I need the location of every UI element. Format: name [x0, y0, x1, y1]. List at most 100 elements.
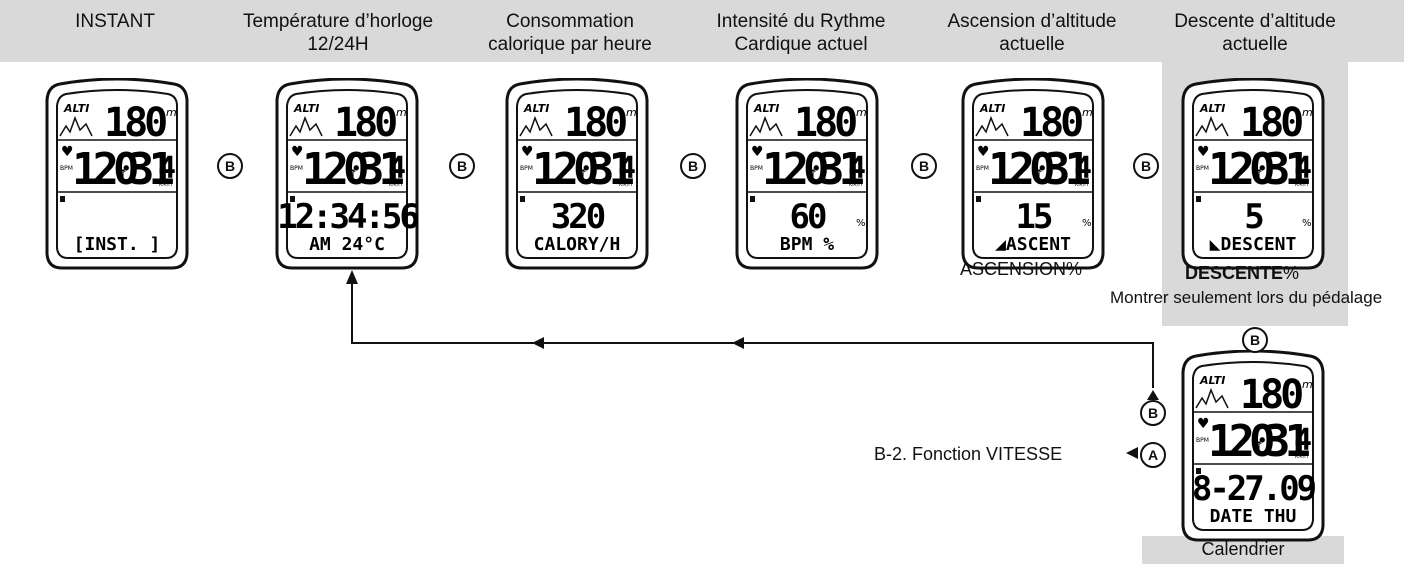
lcd-mode-label: ◢ASCENT [995, 234, 1071, 255]
lcd-altitude-unit: m [1082, 106, 1093, 119]
lcd-main-value: 5 [1244, 197, 1263, 237]
lcd-speed-unit: KM/H [1075, 182, 1088, 188]
lcd-heart-rate: 120 [532, 144, 597, 195]
lcd-heart-rate: 120 [762, 144, 827, 195]
lcd-heart-rate: 120 [988, 144, 1053, 195]
lcd-altitude: 180 [334, 100, 396, 146]
title-instant: INSTANT [75, 11, 155, 32]
svg-text:↑: ↑ [808, 167, 818, 181]
lcd-speed-decimal: 4 [1294, 151, 1312, 186]
title-clock-temp: Température d’horloge 12/24H [242, 11, 434, 55]
b-button-3[interactable]: B [680, 153, 706, 179]
lcd-speed-decimal: 4 [158, 151, 176, 186]
lcd-bpm-label: BPM [60, 165, 73, 172]
lcd-speed-unit: KM/H [849, 182, 862, 188]
lcd-main-value: 12:34:56 [277, 197, 418, 237]
lcd-mode-label: CALORY/H [534, 234, 621, 255]
caption-descente-bold: DESCENTE [1185, 263, 1284, 283]
lcd-speed-decimal: 4 [618, 151, 636, 186]
lcd-main-value: 8-27.09 [1192, 469, 1316, 509]
lcd-speed-decimal: 4 [388, 151, 406, 186]
caption-pedal-note: Montrer seulement lors du pédalage [1110, 288, 1383, 307]
lcd-main-unit: % [1302, 218, 1312, 229]
lcd-logo: ALTI [979, 102, 1005, 115]
heart-icon: ♥ [751, 144, 764, 160]
heart-icon: ♥ [977, 144, 990, 160]
lcd-bpm-label: BPM [290, 165, 303, 172]
title-heart-intensity: Intensité du Rythme Cardique actuel [716, 11, 886, 55]
heart-icon: ♥ [291, 144, 304, 160]
header-band [0, 0, 1404, 62]
lcd-main-unit: % [856, 218, 866, 229]
lcd-bpm-label: BPM [1196, 437, 1209, 444]
lcd-mode-label: DATE THU [1210, 506, 1297, 527]
lcd-speed-unit: KM/H [389, 182, 402, 188]
svg-text:↑: ↑ [118, 167, 128, 181]
lcd-bpm-label: BPM [520, 165, 533, 172]
svg-text:↑: ↑ [1034, 167, 1044, 181]
lcd-heart-rate: 120 [72, 144, 137, 195]
lcd-altitude: 180 [104, 100, 166, 146]
lcd-main-value: 60 [790, 197, 826, 237]
lcd-altitude: 180 [794, 100, 856, 146]
b-button-2[interactable]: B [449, 153, 475, 179]
lcd-mode-label: [INST. ] [74, 234, 161, 255]
device-calories: ALTI 180 m ♥ BPM 120 ↑ 31 4 KM/H 320 CAL… [502, 78, 652, 272]
lcd-altitude: 180 [564, 100, 626, 146]
lcd-altitude: 180 [1240, 372, 1302, 418]
svg-text:↑: ↑ [1254, 439, 1264, 453]
lcd-logo: ALTI [1199, 102, 1225, 115]
lcd-speed-unit: KM/H [1295, 454, 1308, 460]
lcd-altitude-unit: m [856, 106, 867, 119]
lcd-main-unit: % [1082, 218, 1092, 229]
lcd-logo: ALTI [753, 102, 779, 115]
lcd-altitude-unit: m [396, 106, 407, 119]
b-button-return[interactable]: B [1140, 400, 1166, 426]
lcd-altitude-unit: m [1302, 378, 1313, 391]
caption-ascension: ASCENSION% [960, 259, 1083, 279]
lcd-mode-label: AM 24°C [309, 234, 385, 255]
caption-descente-pct: % [1283, 263, 1300, 283]
b-button-1[interactable]: B [217, 153, 243, 179]
lcd-speed-unit: KM/H [1295, 182, 1308, 188]
device-instant: ALTI 180 m ♥ BPM 120 ↑ 31 4 KM/H [INST. … [42, 78, 192, 272]
b-button-to-calendar[interactable]: B [1242, 327, 1268, 353]
lcd-bpm-label: BPM [1196, 165, 1209, 172]
device-descent: ALTI 180 m ♥ BPM 120 ↑ 31 4 KM/H 5 % ◣DE… [1178, 78, 1328, 272]
heart-icon: ♥ [1197, 416, 1210, 432]
lcd-logo: ALTI [293, 102, 319, 115]
lcd-altitude: 180 [1240, 100, 1302, 146]
lcd-altitude: 180 [1020, 100, 1082, 146]
lcd-main-value: 320 [551, 197, 605, 237]
lcd-speed-decimal: 4 [1074, 151, 1092, 186]
heart-icon: ♥ [1197, 144, 1210, 160]
lcd-heart-rate: 120 [1208, 416, 1273, 467]
lcd-logo: ALTI [523, 102, 549, 115]
title-descent: Descente d’altitude actuelle [1174, 11, 1336, 55]
lcd-heart-rate: 120 [1208, 144, 1273, 195]
b-button-4[interactable]: B [911, 153, 937, 179]
heart-icon: ♥ [61, 144, 74, 160]
lcd-mode-label: ◣DESCENT [1210, 234, 1297, 255]
device-calendar: ALTI 180 m ♥ BPM 120 ↑ 31 4 KM/H 8-27.09… [1178, 350, 1328, 544]
lcd-speed-unit: KM/H [619, 182, 632, 188]
title-calories: Consommation calorique par heure [488, 11, 652, 55]
lcd-mode-label: BPM % [780, 234, 834, 255]
caption-vitesse: B-2. Fonction VITESSE [874, 444, 1063, 464]
lcd-speed-unit: KM/H [159, 182, 172, 188]
b-button-5[interactable]: B [1133, 153, 1159, 179]
lcd-bpm-label: BPM [976, 165, 989, 172]
lcd-speed-decimal: 4 [848, 151, 866, 186]
a-button-vitesse[interactable]: A [1140, 442, 1166, 468]
svg-text:↑: ↑ [348, 167, 358, 181]
title-ascent: Ascension d’altitude actuelle [947, 11, 1117, 55]
device-clock-temp: ALTI 180 m ♥ BPM 120 ↑ 31 4 KM/H 12:34:5… [272, 78, 422, 272]
lcd-speed-decimal: 4 [1294, 423, 1312, 458]
lcd-altitude-unit: m [1302, 106, 1313, 119]
lcd-bpm-label: BPM [750, 165, 763, 172]
svg-text:↑: ↑ [1254, 167, 1264, 181]
lcd-altitude-unit: m [626, 106, 637, 119]
lcd-main-value: 15 [1016, 197, 1052, 237]
caption-descente: DESCENTE% [1185, 263, 1299, 284]
